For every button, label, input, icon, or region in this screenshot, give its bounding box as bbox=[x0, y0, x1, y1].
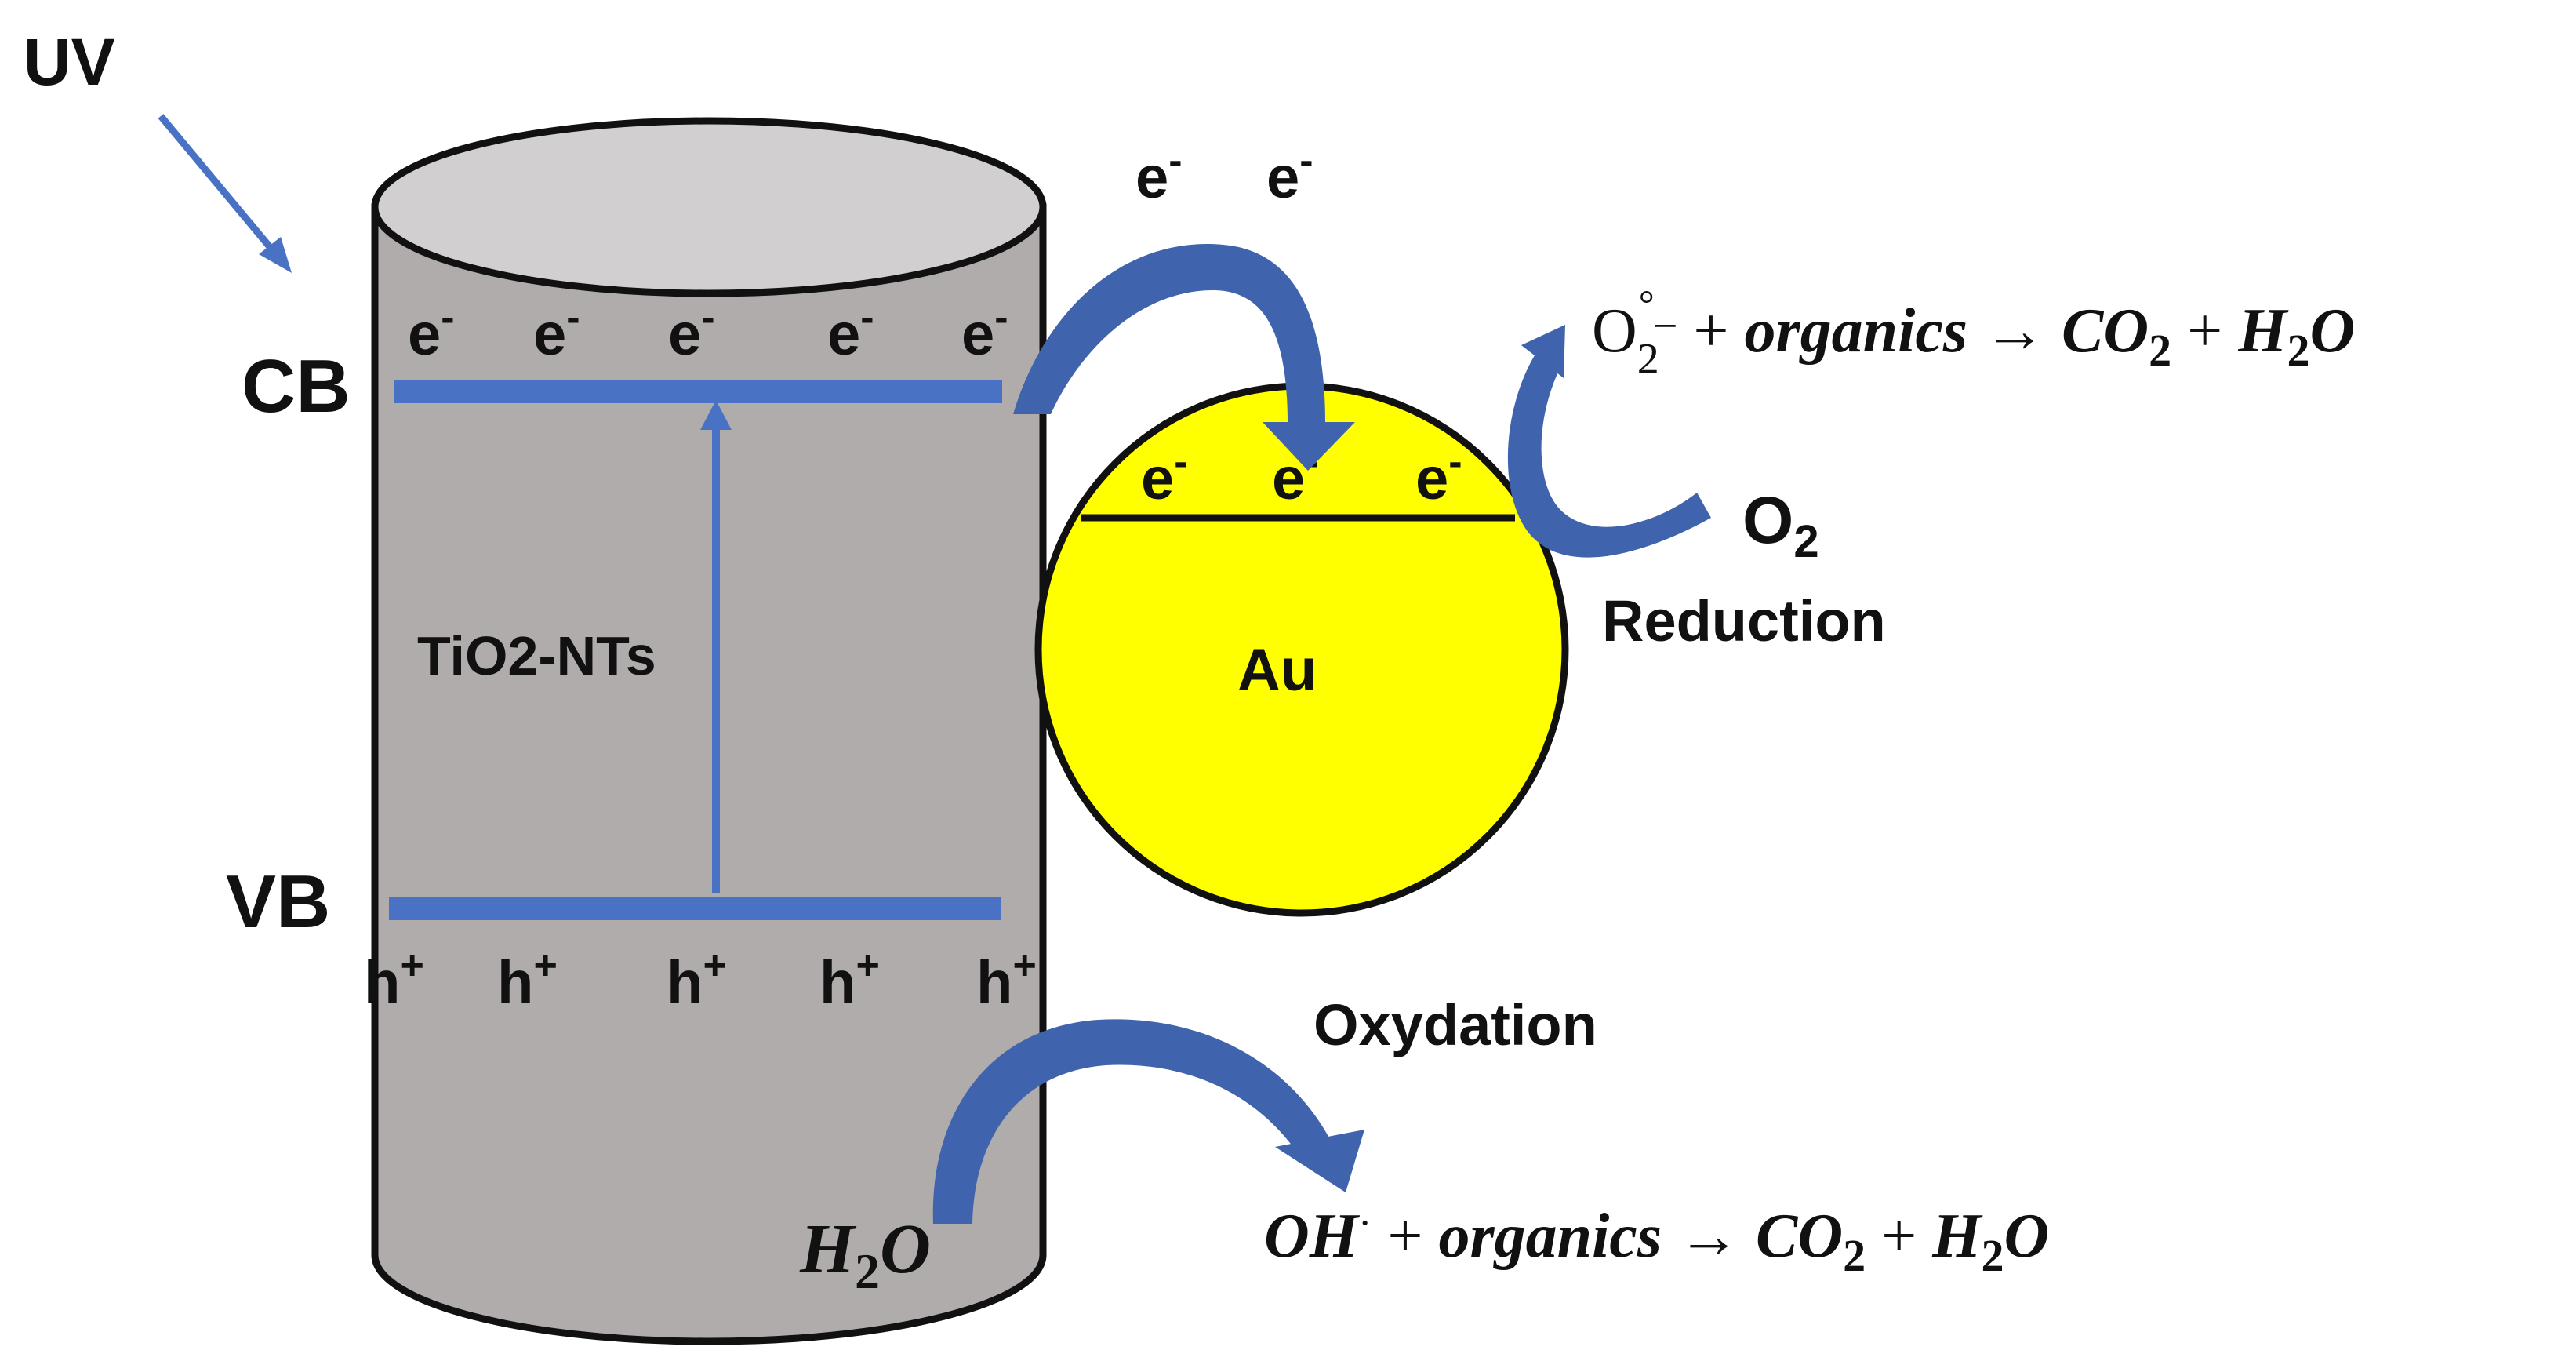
electron: e- bbox=[1415, 439, 1462, 512]
electron: e- bbox=[1141, 439, 1188, 512]
reduction-label: Reduction bbox=[1602, 588, 1886, 653]
oxidation-label: Oxydation bbox=[1313, 992, 1597, 1057]
excitation-arrow bbox=[700, 400, 732, 893]
vb-holes: h+ h+ h+ h+ h+ bbox=[364, 943, 1037, 1016]
superoxide-equation: O2°− + organics → CO2 + H2O bbox=[1592, 282, 2355, 384]
hydroxyl-equation: OH· + organics → CO2 + H2O bbox=[1264, 1201, 2049, 1281]
hole: h+ bbox=[667, 943, 727, 1016]
uv-label: UV bbox=[24, 25, 115, 99]
electron: e- bbox=[408, 295, 455, 368]
tube-label: TiO2-NTs bbox=[417, 625, 656, 686]
vb-label: VB bbox=[226, 860, 330, 944]
o2-label: O2 bbox=[1742, 483, 1819, 567]
hole: h+ bbox=[364, 943, 424, 1016]
hole: h+ bbox=[819, 943, 880, 1016]
electron: e- bbox=[533, 295, 580, 368]
hole: h+ bbox=[976, 943, 1037, 1016]
electron: e- bbox=[827, 295, 874, 368]
cb-label: CB bbox=[242, 344, 351, 428]
electron: e- bbox=[1135, 138, 1183, 211]
hole: h+ bbox=[497, 943, 558, 1016]
valence-band-line bbox=[389, 897, 1001, 920]
reduction-arrow bbox=[1507, 325, 1711, 558]
electron: e- bbox=[961, 295, 1008, 368]
electron: e- bbox=[668, 295, 715, 368]
transfer-electrons: e- e- bbox=[1135, 138, 1313, 211]
electron: e- bbox=[1266, 138, 1313, 211]
au-label: Au bbox=[1237, 637, 1317, 704]
cb-electrons: e- e- e- e- e- bbox=[408, 295, 1008, 368]
conduction-band-line bbox=[394, 380, 1002, 403]
water-input-label: H2O bbox=[799, 1210, 931, 1299]
oxidation-arrow bbox=[932, 1019, 1364, 1224]
electron-transfer-arrow bbox=[1013, 244, 1355, 471]
tio2-nanotube bbox=[371, 117, 1047, 1345]
uv-arrow bbox=[158, 114, 292, 273]
